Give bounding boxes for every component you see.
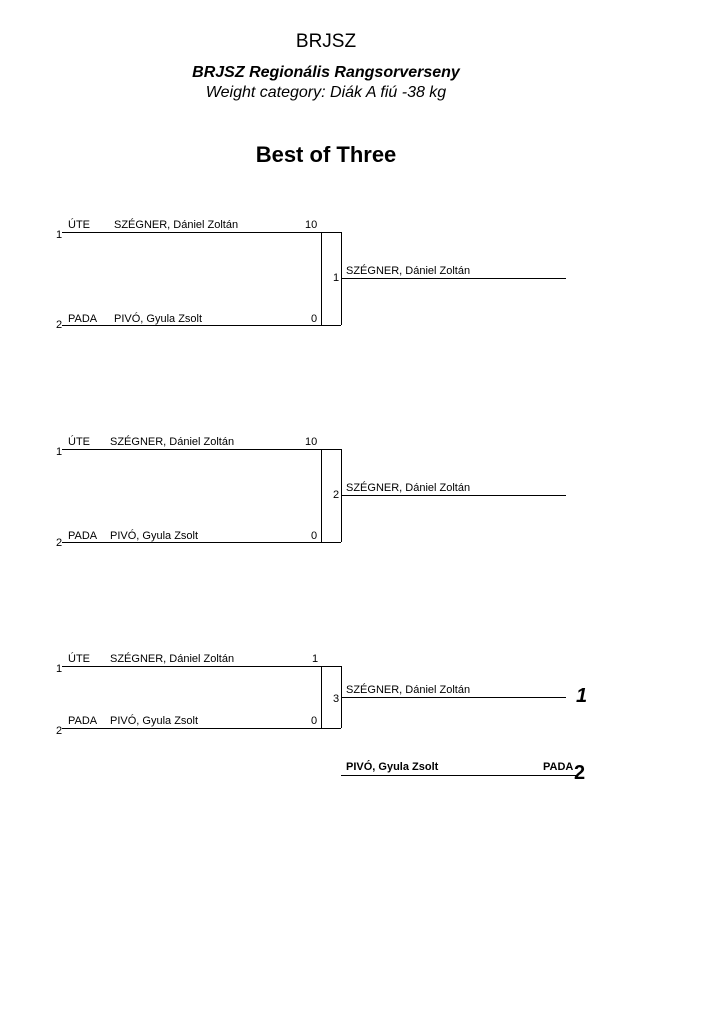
match-1-bottom-seed: 2 <box>56 319 63 331</box>
match-3-inner-bracket-line <box>321 666 322 728</box>
match-2-bottom-club: PADA <box>68 530 98 542</box>
match-3-number: 3 <box>333 693 340 705</box>
match-2-number: 2 <box>333 489 340 501</box>
match-3-bottom-score: 0 <box>311 715 318 727</box>
second-place-number: 2 <box>574 762 586 784</box>
match-1-top-score: 10 <box>305 219 318 231</box>
match-1-bottom-score: 0 <box>311 313 318 325</box>
match-3-winner-line <box>341 697 566 698</box>
organization-name: BRJSZ <box>295 31 357 52</box>
match-2-bottom-line <box>62 542 341 543</box>
match-2-inner-bracket-line <box>321 449 322 542</box>
match-3-bottom-line <box>62 728 341 729</box>
second-place-name: PIVÓ, Gyula Zsolt <box>346 761 439 773</box>
match-1-top-seed: 1 <box>56 229 63 241</box>
match-3-winner: SZÉGNER, Dániel Zoltán <box>346 684 471 696</box>
match-1-bottom-line <box>62 325 341 326</box>
match-2-bottom-score: 0 <box>311 530 318 542</box>
match-3-top-club: ÚTE <box>68 653 90 665</box>
match-1-inner-bracket-line <box>321 232 322 325</box>
match-3-top-seed: 1 <box>56 663 63 675</box>
match-1-bottom-name: PIVÓ, Gyula Zsolt <box>114 313 203 325</box>
match-2-top-line <box>62 449 341 450</box>
match-2-top-name: SZÉGNER, Dániel Zoltán <box>110 436 235 448</box>
match-1-bottom-club: PADA <box>68 313 98 325</box>
match-2-top-seed: 1 <box>56 446 63 458</box>
match-1-top-name: SZÉGNER, Dániel Zoltán <box>114 219 239 231</box>
match-2-top-score: 10 <box>305 436 318 448</box>
match-2-bottom-seed: 2 <box>56 537 63 549</box>
match-3-bottom-seed: 2 <box>56 725 63 737</box>
weight-category: Weight category: Diák A fiú -38 kg <box>205 84 447 101</box>
match-1-winner-line <box>341 278 566 279</box>
match-3-top-score: 1 <box>312 653 319 665</box>
match-3-bottom-name: PIVÓ, Gyula Zsolt <box>110 715 199 727</box>
match-3-top-line <box>62 666 341 667</box>
match-2-winner-line <box>341 495 566 496</box>
match-1-top-club: ÚTE <box>68 219 90 231</box>
match-3-bottom-club: PADA <box>68 715 98 727</box>
match-3-top-name: SZÉGNER, Dániel Zoltán <box>110 653 235 665</box>
match-2-top-club: ÚTE <box>68 436 90 448</box>
match-2-winner: SZÉGNER, Dániel Zoltán <box>346 482 471 494</box>
first-place-number: 1 <box>576 685 588 707</box>
second-place-club: PADA <box>543 761 574 773</box>
match-2-bottom-name: PIVÓ, Gyula Zsolt <box>110 530 199 542</box>
match-1-winner: SZÉGNER, Dániel Zoltán <box>346 265 471 277</box>
second-place-line <box>341 775 576 776</box>
match-1-number: 1 <box>333 272 340 284</box>
event-title: BRJSZ Regionális Rangsorverseny <box>192 64 460 81</box>
match-1-top-line <box>62 232 341 233</box>
page-title: Best of Three <box>255 142 397 167</box>
